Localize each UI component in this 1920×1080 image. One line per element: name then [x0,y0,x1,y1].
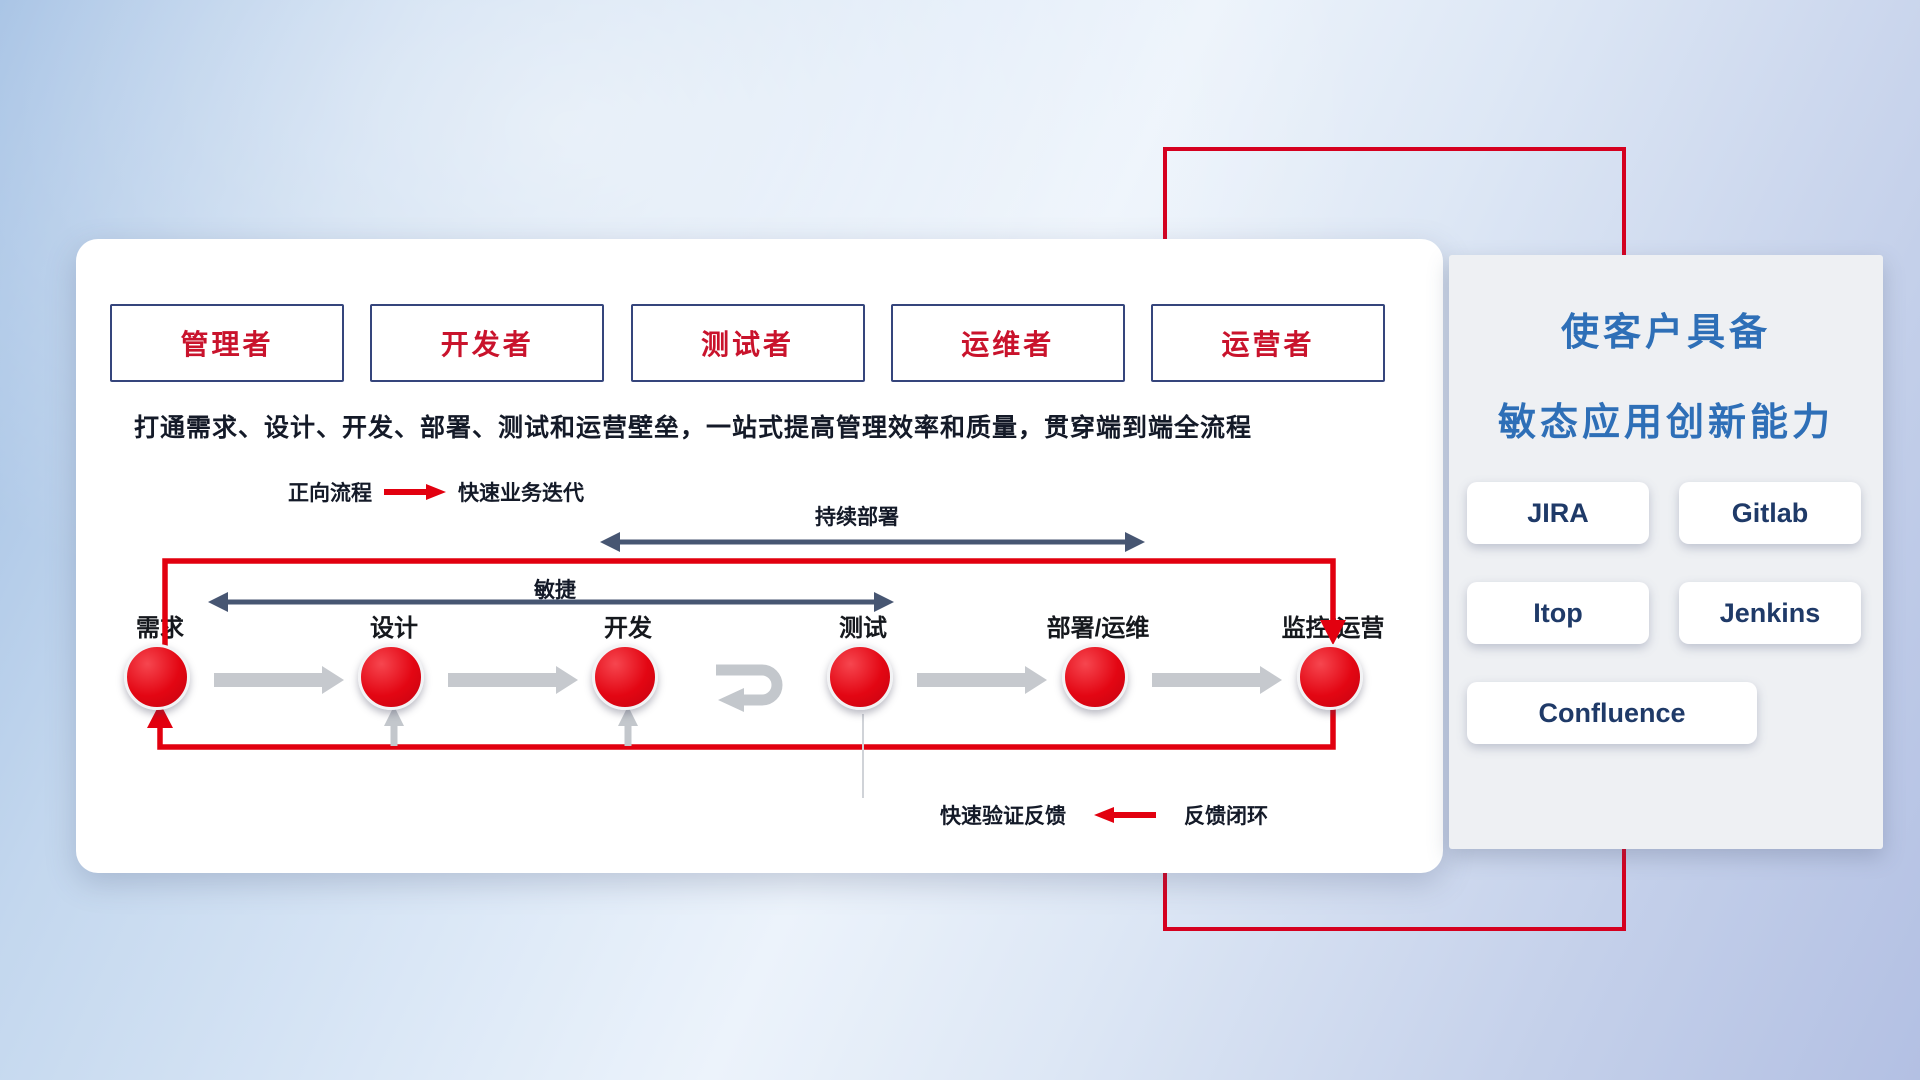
forward-flow-label: 正向流程 [288,482,372,505]
agile-label: 敏捷 [534,579,576,602]
role-box-tester: 测试者 [630,304,865,382]
role-box-manager: 管理者 [110,304,344,382]
forward-flow-legend: 正向流程 快速业务迭代 [288,477,584,507]
continuous-deploy-label: 持续部署 [815,506,899,529]
benefits-title-line1: 使客户具备 [1560,312,1771,354]
tool-button-confluence: Confluence [1467,682,1757,744]
benefits-panel: 使客户具备 敏态应用创新能力 JIRA Gitlab Itop Jenkins … [1449,255,1883,849]
stage-node-requirements [124,644,190,710]
feedback-arrow-icon [1094,807,1156,823]
stage-node-monitor-operate [1297,644,1363,710]
stage-node-testing [827,644,893,710]
stage-label-testing: 测试 [839,615,887,642]
tool-button-itop: Itop [1467,582,1649,644]
tool-button-jenkins: Jenkins [1679,582,1861,644]
stage-node-development [592,644,658,710]
stage-label-monitor-operate: 监控/运营 [1281,615,1385,642]
tool-button-gitlab: Gitlab [1679,482,1861,544]
stage-node-design [358,644,424,710]
tool-button-jira: JIRA [1467,482,1649,544]
stage-label-requirements: 需求 [136,615,184,642]
role-box-ops: 运维者 [890,304,1125,382]
stage-label-deploy-ops: 部署/运维 [1046,615,1150,642]
stage-label-development: 开发 [604,615,652,642]
feedback-desc: 快速验证反馈 [940,805,1066,828]
role-boxes-row: 管理者 开发者 测试者 运维者 运营者 [110,304,1385,382]
forward-arrow-icon [384,484,446,500]
forward-flow-desc: 快速业务迭代 [458,482,584,505]
feedback-label: 反馈闭环 [1184,805,1268,828]
role-box-developer: 开发者 [370,304,605,382]
role-box-operator: 运营者 [1151,304,1385,382]
feedback-legend: 快速验证反馈 反馈闭环 [940,800,1268,830]
stage-label-design: 设计 [370,615,418,642]
devops-subtitle: 打通需求、设计、开发、部署、测试和运营壁垒，一站式提高管理效率和质量，贯穿端到端… [134,414,1253,442]
benefits-title-line2: 敏态应用创新能力 [1497,402,1834,444]
stage-node-deploy-ops [1062,644,1128,710]
